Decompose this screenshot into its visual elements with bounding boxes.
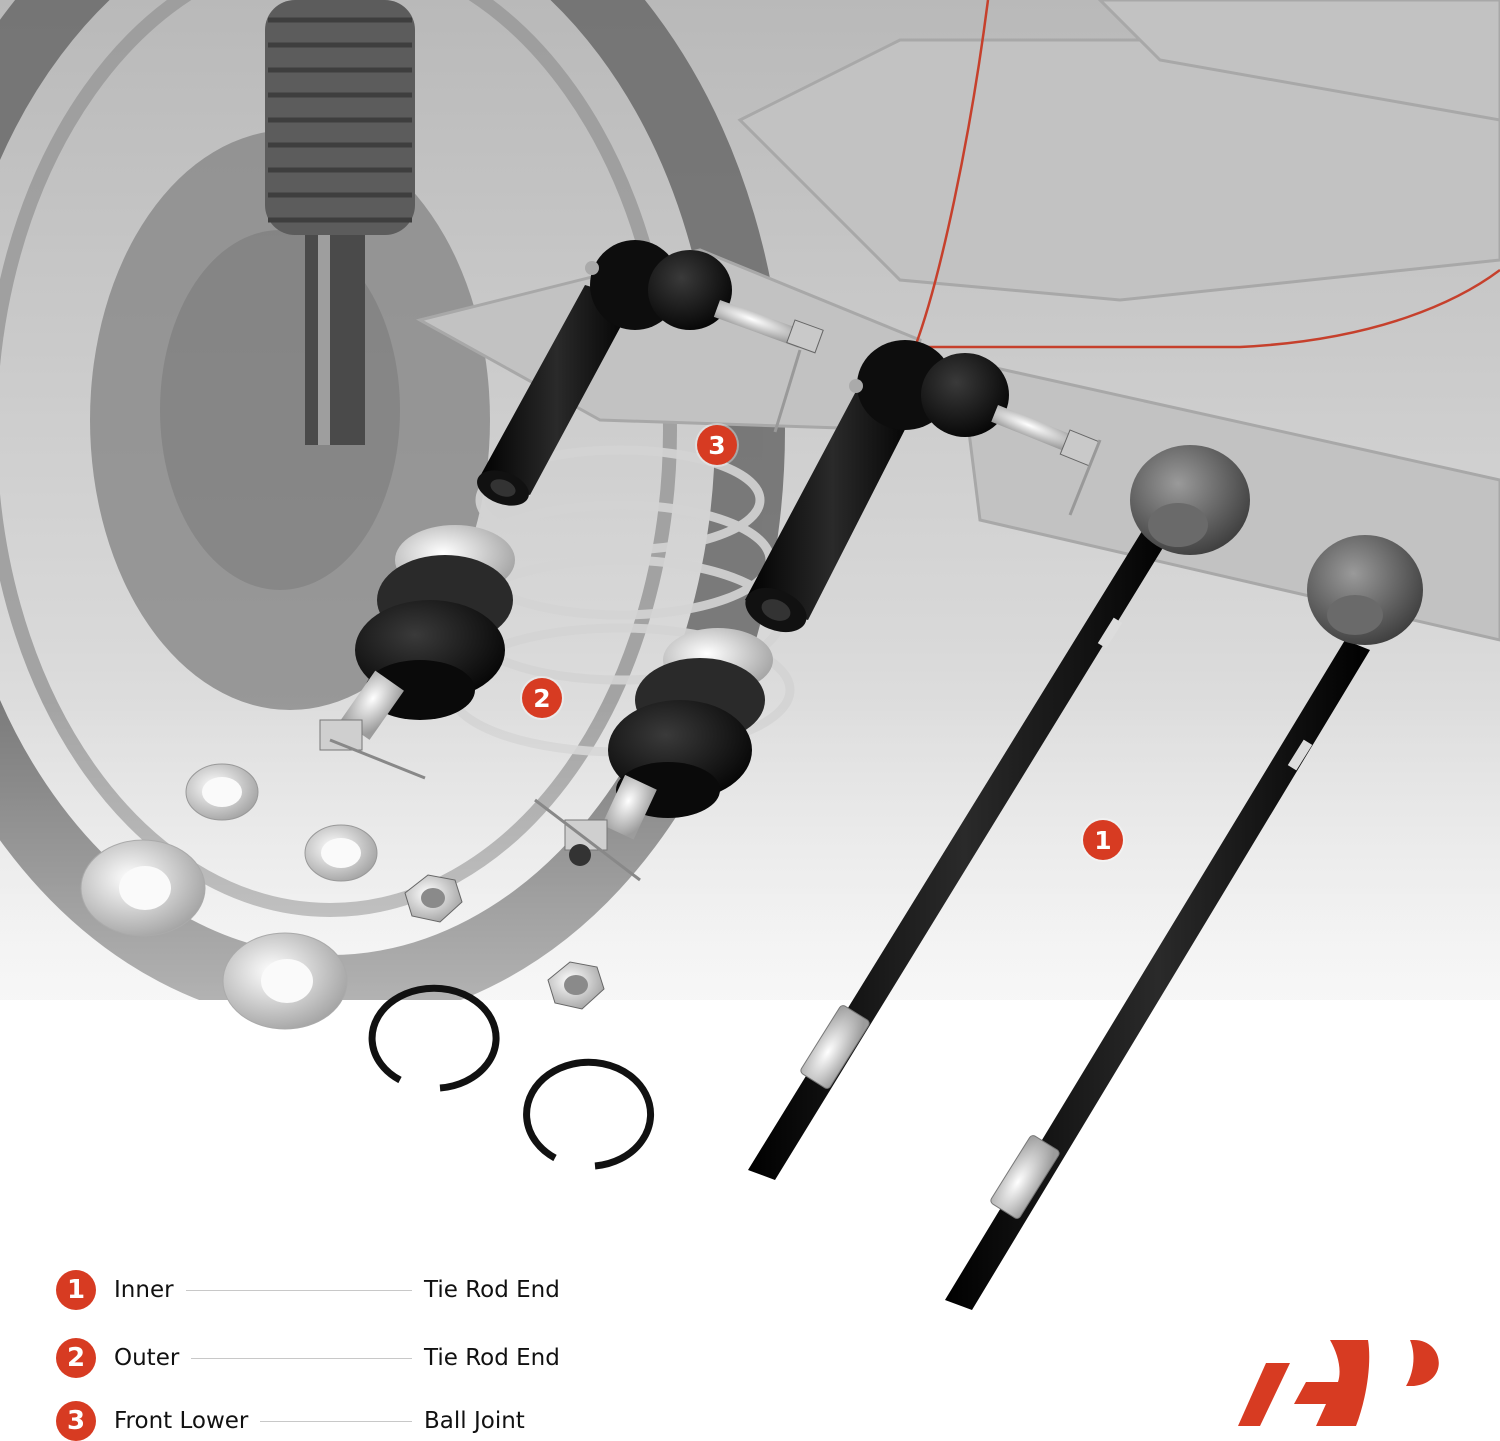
inner-tie-rod-end-left [748,445,1250,1180]
inner-tie-rod-end-right [945,535,1423,1310]
legend-item: 3 Front Lower Ball Joint [56,1399,576,1441]
legend-position-label: Inner [114,1277,174,1303]
legend-divider [185,1289,412,1291]
ball-joint-right [534,628,773,882]
callout-badge-1: 1 [1083,820,1123,860]
outer-tie-rod-end-left [477,240,824,506]
legend-item: 2 Outer Tie Rod End [56,1336,576,1380]
ball-joint-left [319,525,515,780]
legend-part-label: Ball Joint [424,1408,525,1434]
callout-badge-3: 3 [697,425,737,465]
hardware-set [80,763,655,1170]
brand-logo-icon [1238,1340,1439,1426]
legend-position-label: Front Lower [114,1408,249,1434]
background-strut [265,0,415,445]
legend-number-badge: 1 [56,1270,96,1310]
legend-part-label: Tie Rod End [424,1345,560,1371]
outer-tie-rod-end-right [745,340,1102,633]
legend-number-badge: 2 [56,1338,96,1378]
legend-divider [260,1420,412,1422]
callout-badge-2: 2 [522,678,562,718]
legend-part-label: Tie Rod End [424,1277,560,1303]
legend-item: 1 Inner Tie Rod End [56,1268,576,1312]
legend-position-label: Outer [114,1345,180,1371]
legend-divider [191,1357,412,1359]
legend-number-badge: 3 [56,1401,96,1441]
